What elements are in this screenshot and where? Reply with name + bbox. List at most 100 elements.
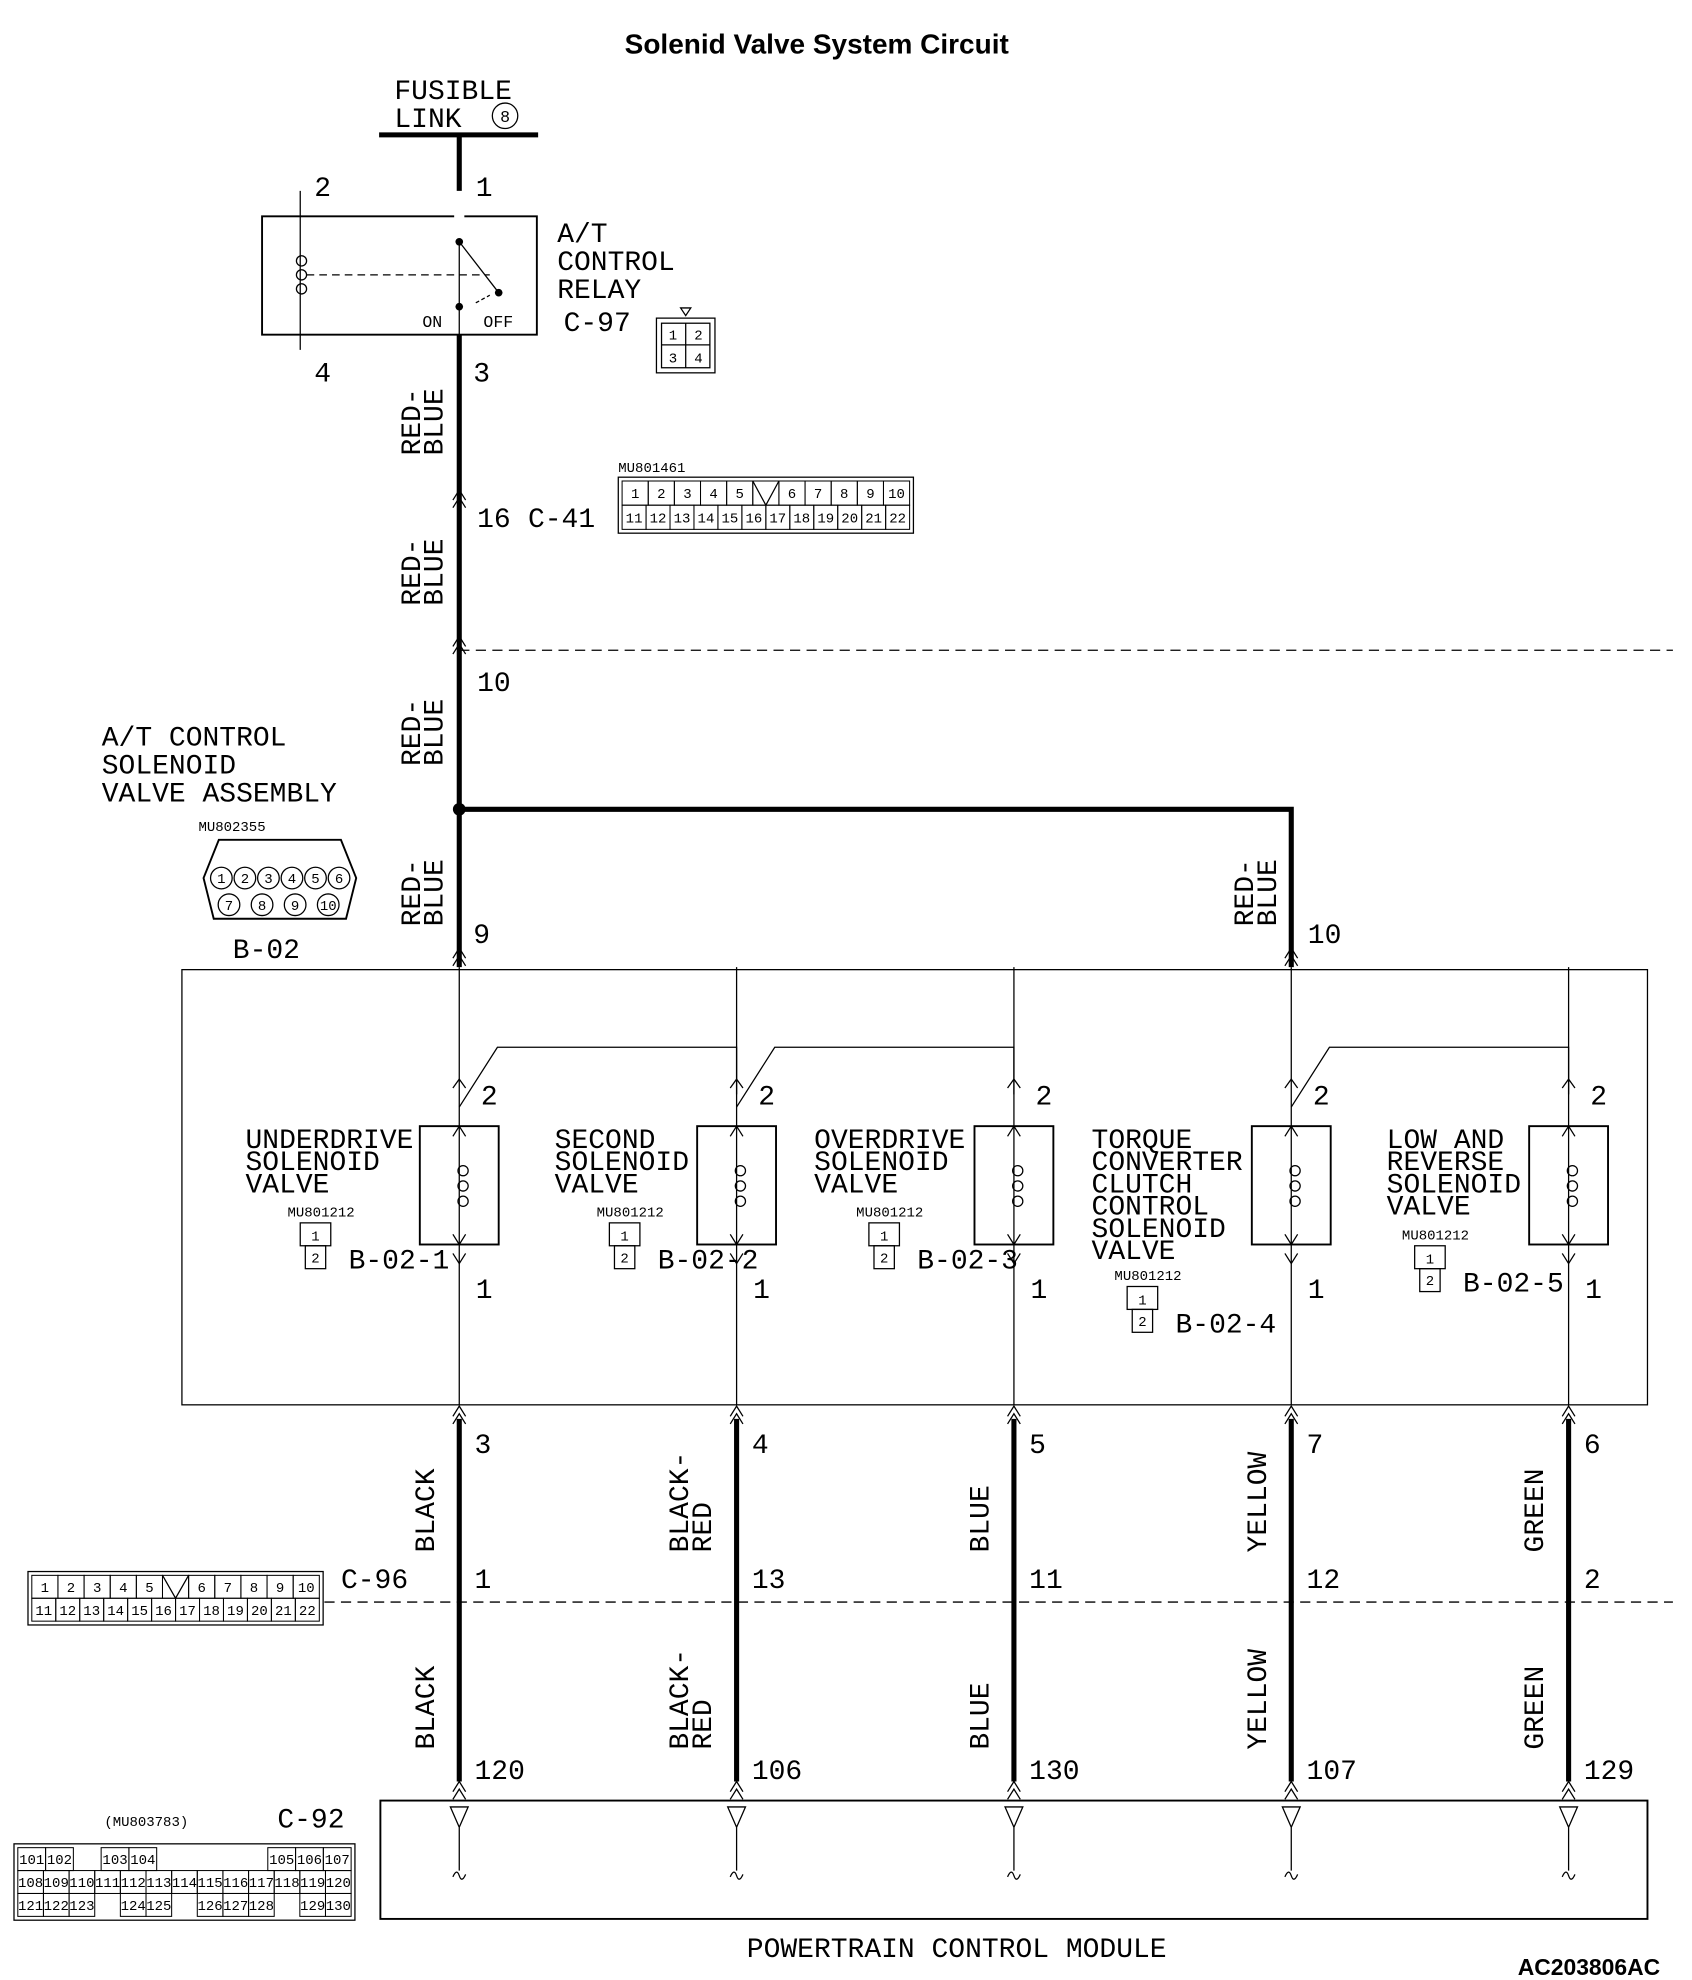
connector-pin-cell: 128 — [249, 1899, 274, 1915]
solenoid-connector-cell: 2 — [620, 1251, 628, 1267]
connector-pin-cell: 111 — [95, 1876, 120, 1892]
b02-pin-cell: 10 — [320, 899, 337, 915]
assembly-part-number: MU802355 — [198, 820, 265, 836]
connector-pin-cell: 15 — [722, 511, 739, 527]
connector-terminal-icon — [452, 488, 467, 509]
connector-pin-cell: 3 — [93, 1581, 101, 1597]
c97-cell: 2 — [694, 329, 702, 345]
c96-pin: 11 — [1029, 1566, 1063, 1597]
connector-pin-cell: 1 — [631, 487, 639, 503]
connector-pin-cell: 5 — [145, 1581, 153, 1597]
relay-pin-4: 4 — [314, 360, 331, 391]
c41-pin: 16 — [477, 505, 511, 536]
connector-pin-cell: 115 — [198, 1876, 223, 1892]
connector-pin-cell: 104 — [130, 1853, 155, 1869]
solenoid-name: SOLENOID — [1092, 1215, 1226, 1246]
wire-color-label: BLUE — [1254, 859, 1285, 926]
c97-cell: 3 — [669, 352, 677, 368]
solenoid-name: VALVE — [814, 1170, 898, 1201]
solenoid-connector-cell: 1 — [880, 1230, 888, 1246]
connector-pin-cell: 14 — [107, 1604, 124, 1620]
connector-pin-cell: 114 — [172, 1876, 197, 1892]
fusible-link-number: 8 — [500, 108, 510, 127]
solenoid-name: SOLENOID — [555, 1148, 689, 1179]
solenoid-name: VALVE — [1092, 1237, 1176, 1268]
connector-pin-cell: 12 — [59, 1604, 76, 1620]
connector-pin-cell: 117 — [249, 1876, 274, 1892]
connector-terminal-icon — [1561, 1404, 1576, 1425]
connector-terminal-icon — [452, 1780, 467, 1800]
b02-pin-cell: 9 — [291, 899, 299, 915]
internal-common-wire — [1290, 1046, 1570, 1108]
connector-terminal-icon — [1561, 1780, 1576, 1800]
coil-icon — [457, 1164, 469, 1177]
solenoid-connector-id: B-02-1 — [349, 1247, 450, 1278]
b02-output-pin: 3 — [475, 1431, 492, 1462]
assembly-name-3: VALVE ASSEMBLY — [102, 780, 337, 811]
c96-pin: 12 — [1307, 1566, 1341, 1597]
connector-pin-cell: 105 — [269, 1853, 294, 1869]
connector-pin-cell: 119 — [300, 1876, 325, 1892]
connector-pin-cell: 20 — [251, 1604, 268, 1620]
connector-pin-cell: 108 — [18, 1876, 43, 1892]
relay-name-1: A/T — [557, 220, 607, 251]
solenoid-connector-cell: 1 — [620, 1230, 628, 1246]
wire-color-label: RED- — [398, 859, 429, 926]
pcm-input-terminal-icon — [1004, 1806, 1024, 1880]
solenoid-pin-2: 2 — [1590, 1083, 1607, 1114]
connector-pin-cell: 107 — [325, 1853, 350, 1869]
connector-pin-cell: 17 — [179, 1604, 196, 1620]
connector-pin-cell: 124 — [121, 1899, 146, 1915]
connector-pin-cell: 109 — [44, 1876, 69, 1892]
b02-pin-9: 9 — [473, 921, 490, 952]
solenoid-name: TORQUE — [1092, 1126, 1193, 1157]
output-wires: 31120BLACKBLACK413106BLACK-REDBLACK-RED5… — [412, 1404, 1634, 1880]
connector-pin-cell: 16 — [155, 1604, 172, 1620]
wire-color-label: RED- — [398, 388, 429, 455]
connector-pin-cell: 11 — [626, 511, 643, 527]
coil-icon — [1289, 1195, 1301, 1207]
connector-terminal-icon — [1284, 1404, 1299, 1425]
connector-pin-cell: 13 — [83, 1604, 100, 1620]
connector-pin-cell: 106 — [297, 1853, 322, 1869]
pcm-pin: 106 — [752, 1757, 802, 1788]
connector-pin-cell: 12 — [650, 511, 667, 527]
connector-pin-cell: 120 — [326, 1876, 351, 1892]
solenoid-connector-cell: 1 — [311, 1230, 319, 1246]
connector-terminal-icon — [729, 1780, 744, 1800]
coil-icon — [1012, 1180, 1024, 1192]
pcm-input-terminal-icon — [449, 1806, 470, 1880]
solenoid-connector-cell: 1 — [1426, 1253, 1434, 1269]
connector-pin-cell: 19 — [227, 1604, 244, 1620]
connector-pin-cell: 102 — [47, 1853, 72, 1869]
connector-terminal-icon — [452, 946, 467, 967]
pcm-box — [379, 1799, 1649, 1920]
b02-pin-cell: 8 — [258, 899, 266, 915]
solenoid-name: SOLENOID — [246, 1148, 380, 1179]
c96-pin: 1 — [475, 1566, 492, 1597]
connector-pin-cell: 10 — [298, 1581, 315, 1597]
connector-pin-cell: 13 — [674, 511, 691, 527]
connector-pin-cell: 116 — [223, 1876, 248, 1892]
coil-icon — [734, 1164, 747, 1177]
coil-icon — [1289, 1180, 1301, 1192]
internal-common-wire — [736, 1046, 1015, 1108]
connector-pin-cell: 118 — [274, 1876, 299, 1892]
wire-color-label: BLACK — [412, 1468, 443, 1552]
assembly-name-2: SOLENOID — [102, 752, 236, 783]
coil-icon — [734, 1180, 747, 1192]
connector-terminal-icon — [1007, 1780, 1021, 1800]
connector-terminal-icon — [1284, 1780, 1299, 1800]
c97-cell: 4 — [694, 352, 702, 368]
wire-color-label: GREEN — [1521, 1468, 1552, 1552]
switch-on-label: ON — [422, 313, 442, 332]
connector-pin-cell: 5 — [736, 487, 744, 503]
pcm-pin: 107 — [1307, 1757, 1357, 1788]
coil-icon — [457, 1180, 469, 1192]
